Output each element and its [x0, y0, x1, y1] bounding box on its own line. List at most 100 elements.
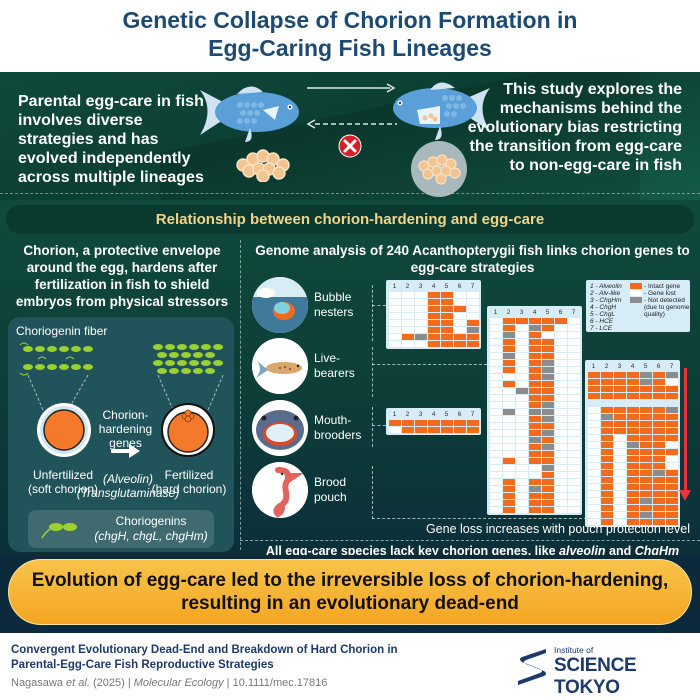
lost-gene-cell — [554, 331, 567, 338]
intact-gene-cell — [626, 490, 639, 497]
intact-gene-cell — [639, 490, 652, 497]
connector-livebearers-h — [372, 364, 487, 365]
intact-gene-cell — [665, 497, 678, 504]
intact-gene-cell — [652, 518, 665, 525]
lost-gene-cell — [489, 443, 502, 450]
intact-gene-cell — [440, 419, 453, 426]
intact-gene-cell — [541, 506, 554, 513]
intact-gene-cell — [427, 340, 440, 347]
not-detected-cell — [600, 413, 613, 420]
lost-gene-cell — [613, 448, 626, 455]
intact-gene-cell — [639, 441, 652, 448]
lost-gene-cell — [567, 464, 580, 471]
intact-gene-cell — [502, 506, 515, 513]
lost-gene-cell — [388, 333, 401, 340]
intact-gene-cell — [665, 392, 678, 399]
intact-gene-cell — [600, 427, 613, 434]
egg-scattering-fish-icon — [200, 86, 299, 142]
intact-gene-cell — [626, 462, 639, 469]
lost-gene-cell — [665, 462, 678, 469]
not-detected-cell — [626, 441, 639, 448]
lost-gene-cell — [401, 305, 414, 312]
intact-gene-cell — [639, 483, 652, 490]
lost-gene-cell — [453, 291, 466, 298]
intact-gene-cell — [652, 497, 665, 504]
lost-gene-cell — [515, 457, 528, 464]
institute-logo: Institute of SCIENCE TOKYO — [518, 645, 698, 698]
intact-gene-cell — [639, 413, 652, 420]
intact-gene-cell — [502, 499, 515, 506]
matrix-column-label: 2 — [506, 309, 511, 316]
intact-gene-cell — [528, 429, 541, 436]
gene-loss-arrow — [684, 368, 687, 493]
connector-bubble-h — [372, 305, 386, 306]
lost-gene-cell — [567, 380, 580, 387]
matrix-row — [587, 406, 678, 413]
intact-gene-cell — [466, 319, 479, 326]
lost-gene-cell — [541, 331, 554, 338]
intact-gene-cell — [665, 420, 678, 427]
intact-gene-cell — [427, 305, 440, 312]
matrix-column-label: 1 — [392, 411, 397, 418]
category-livebearers: Live-bearers — [252, 338, 372, 394]
main-section: Relationship between chorion-hardening a… — [0, 200, 700, 558]
hero-left-text: Parental egg-care in fish involves diver… — [18, 93, 204, 186]
matrix-row — [489, 443, 580, 450]
intact-gene-cell — [502, 324, 515, 331]
matrix-row — [587, 497, 678, 504]
intact-gene-cell — [466, 333, 479, 340]
intact-gene-cell — [453, 333, 466, 340]
lost-gene-cell — [554, 359, 567, 366]
intact-gene-cell — [639, 448, 652, 455]
intact-gene-cell — [528, 394, 541, 401]
lost-gene-cell — [554, 324, 567, 331]
matrix-column-label: 1 — [591, 363, 596, 370]
matrix-row — [587, 392, 678, 399]
intact-gene-cell — [541, 422, 554, 429]
lost-gene-cell — [502, 387, 515, 394]
intact-gene-cell — [613, 420, 626, 427]
lost-gene-cell — [587, 427, 600, 434]
lost-gene-cell — [515, 394, 528, 401]
intact-gene-cell — [639, 504, 652, 511]
hard-fiber-icon — [153, 344, 223, 374]
intact-gene-cell — [502, 492, 515, 499]
spacer-cell — [601, 400, 613, 406]
conclusion-text: Evolution of egg-care led to the irrever… — [9, 560, 691, 615]
matrix-column-label: 2 — [604, 363, 609, 370]
intact-gene-cell — [613, 378, 626, 385]
intact-gene-cell — [541, 499, 554, 506]
lost-gene-cell — [388, 305, 401, 312]
legend-key-list: - Intact gene - Gene lost - Not detected… — [630, 283, 692, 318]
matrix-row — [587, 420, 678, 427]
lost-gene-cell — [567, 422, 580, 429]
intact-gene-cell — [600, 371, 613, 378]
lost-gene-cell — [502, 394, 515, 401]
not-detected-cell — [541, 408, 554, 415]
spacer-cell — [640, 400, 652, 406]
intact-gene-cell — [626, 420, 639, 427]
matrix-row — [388, 319, 479, 326]
lost-gene-cell — [502, 471, 515, 478]
legend-gene-list: 1 - Alveolin 2 - Alv-like 3 - ChgHm 4 - … — [590, 283, 622, 332]
matrix-row — [388, 312, 479, 319]
intact-gene-cell — [401, 426, 414, 433]
matrix-column-label: 5 — [444, 283, 449, 290]
lost-gene-cell — [453, 319, 466, 326]
intact-gene-cell — [600, 483, 613, 490]
lost-gene-cell — [567, 415, 580, 422]
intact-gene-cell — [600, 504, 613, 511]
lost-gene-cell — [502, 415, 515, 422]
lost-gene-cell — [567, 485, 580, 492]
legend-gene: 3 - ChgHm — [590, 297, 622, 304]
intact-gene-cell — [502, 380, 515, 387]
lost-gene-cell — [489, 492, 502, 499]
intact-gene-cell — [528, 380, 541, 387]
intact-gene-cell — [652, 490, 665, 497]
lost-gene-cell — [388, 319, 401, 326]
intact-gene-cell — [502, 359, 515, 366]
matrix-row — [587, 462, 678, 469]
intact-gene-cell — [600, 448, 613, 455]
lost-gene-cell — [554, 338, 567, 345]
egg-caring-fish-icon — [393, 82, 490, 140]
